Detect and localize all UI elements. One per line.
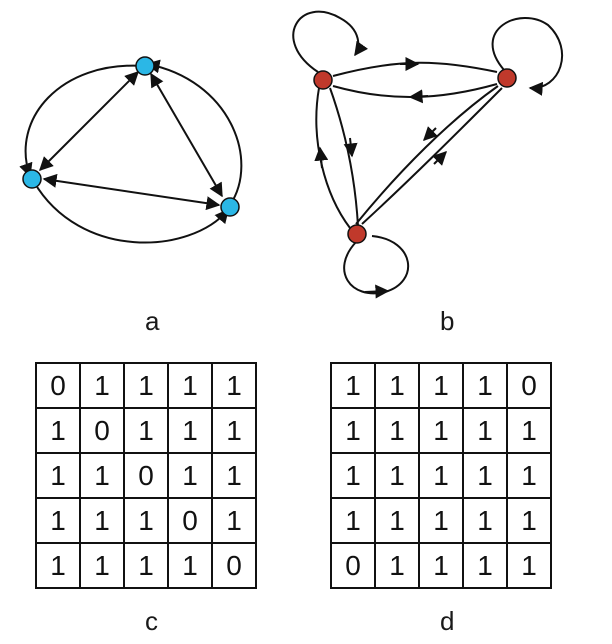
matrix-cell: 1 [330,362,376,409]
edge-b-bt-rt-inner [361,87,503,225]
matrix-cell: 1 [506,542,552,589]
edge-b-rt-bt-outer [355,85,499,225]
matrix-cell: 1 [79,452,125,499]
matrix-cell: 1 [35,452,81,499]
matrix-cell: 0 [506,362,552,409]
edge-a-top-right-inner [150,72,223,198]
graph-a [19,59,243,244]
panel-label-b: b [440,306,455,336]
graph-diagrams [19,10,564,299]
matrix-cell: 1 [462,362,508,409]
matrix-cell: 0 [79,407,125,454]
matrix-cell: 1 [211,497,257,544]
matrix-cell: 0 [211,542,257,589]
edge-b-right-outer-arrow [423,126,438,141]
matrix-cell: 1 [506,452,552,499]
edge-b-left-inner-arrow [343,137,358,158]
matrix-cell: 1 [330,407,376,454]
matrix-cell: 1 [123,497,169,544]
edge-a-right-left [42,173,221,211]
matrix-cell: 1 [374,407,420,454]
matrix-cell: 1 [79,362,125,409]
matrix-cell: 1 [167,362,213,409]
matrix-cell: 1 [35,542,81,589]
edge-b-rt-lt-lower [332,83,498,99]
edge-b-left-outer-arrow [314,146,329,169]
panel-label-c: c [145,606,158,636]
loop-b-right [491,16,564,96]
matrix-cell: 1 [462,497,508,544]
matrix-cell: 1 [211,362,257,409]
matrix-cell: 1 [418,542,464,589]
node-b-left [313,70,333,90]
matrix-cell: 1 [123,542,169,589]
edge-a-top-right [145,59,243,206]
matrix-cell: 1 [167,407,213,454]
matrix-cell: 0 [330,542,376,589]
matrix-cell: 1 [167,452,213,499]
graph-b [292,10,564,299]
edge-a-left-top [39,71,139,171]
matrix-cell: 1 [418,497,464,544]
loop-b-bottom [343,235,410,295]
loop-b-left [292,10,369,73]
matrix-cell: 1 [462,452,508,499]
node-b-right [497,68,517,88]
matrix-cell: 1 [418,407,464,454]
matrix-cell: 0 [167,497,213,544]
node-a-left [22,169,42,189]
matrix-cell: 1 [167,542,213,589]
node-a-top [135,56,155,76]
edge-b-lt-bt-inner [329,87,359,227]
matrix-cell: 1 [123,362,169,409]
matrix-cell: 1 [374,542,420,589]
matrix-cell: 1 [211,407,257,454]
matrix-cell: 1 [330,452,376,499]
matrix-cell: 1 [418,362,464,409]
matrix-cell: 1 [506,497,552,544]
matrix-cell: 1 [35,497,81,544]
node-a-right [220,197,240,217]
matrix-cell: 0 [123,452,169,499]
matrix-cell: 1 [506,407,552,454]
matrix-cell: 1 [418,452,464,499]
matrix-cell: 1 [374,362,420,409]
matrix-cell: 1 [123,407,169,454]
matrix-cell: 1 [374,452,420,499]
matrix-cell: 1 [462,407,508,454]
matrix-cell: 1 [211,452,257,499]
loop-b-bottom-arrow [364,284,390,299]
matrix-cell: 1 [462,542,508,589]
matrix-cell: 1 [35,407,81,454]
node-b-bottom [347,224,367,244]
matrix-cell: 1 [374,497,420,544]
edge-b-right-inner-arrow [432,151,447,166]
edge-b-lower-arrow [408,89,429,104]
matrix-cell: 0 [35,362,81,409]
matrix-cell: 1 [330,497,376,544]
panel-label-d: d [440,606,455,636]
panel-label-a: a [145,306,160,336]
matrix-cell: 1 [79,542,125,589]
matrix-cell: 1 [79,497,125,544]
